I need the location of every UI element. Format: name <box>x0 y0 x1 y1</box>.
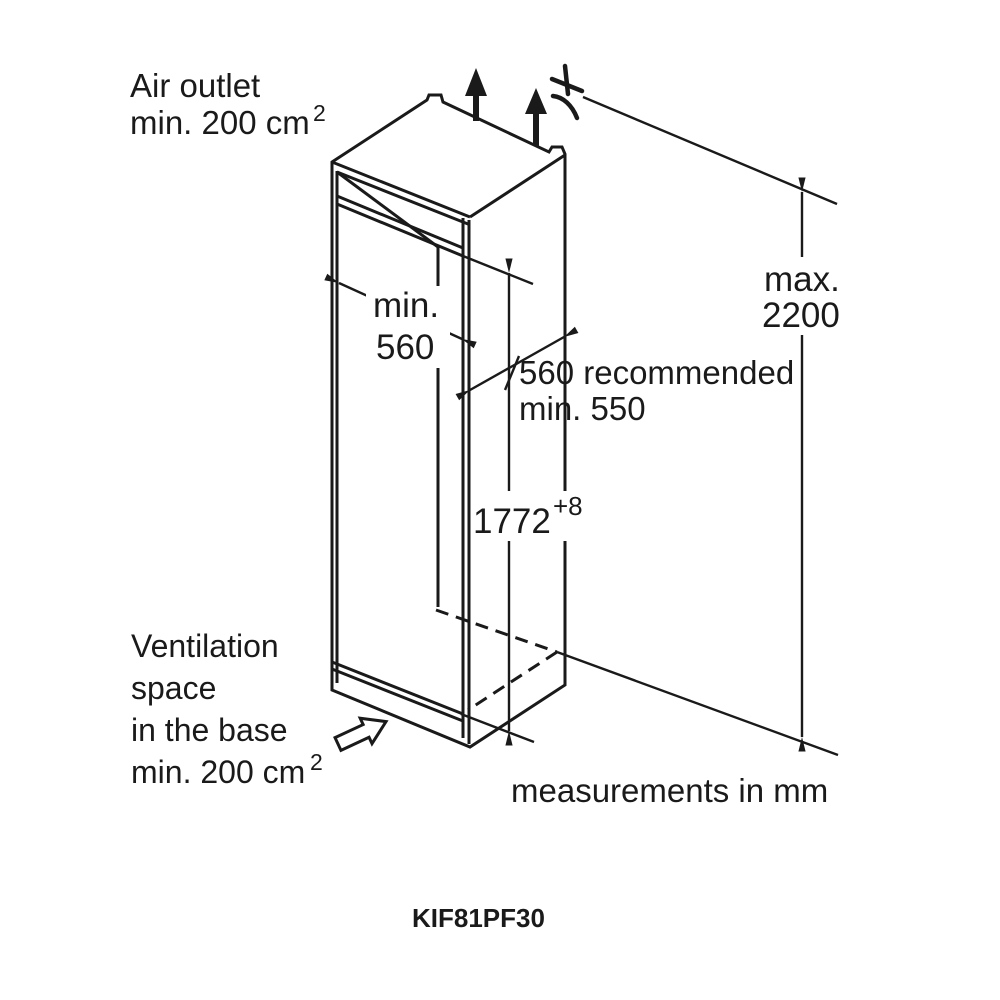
niche-top-extension-line <box>462 254 534 286</box>
dim-niche-height-tolerance: +8 <box>553 491 583 521</box>
dimension-lines <box>324 177 806 752</box>
air-flow-curve-icon <box>549 63 585 121</box>
text-masks <box>366 257 850 541</box>
floor-extension-line <box>556 650 839 757</box>
hidden-base-right-edge <box>467 650 558 712</box>
ventilation-label-line1: Ventilation <box>131 628 279 664</box>
ventilation-label-line3: in the base <box>131 712 288 748</box>
dim-max-height-line1: max. <box>764 260 840 299</box>
dim-niche-width-line1: min. <box>373 286 439 325</box>
extension-lines <box>460 95 839 757</box>
dim-depth-line2: min. 550 <box>519 390 646 427</box>
dim-niche-width-line2: 560 <box>376 328 434 367</box>
niche-bottom-extension-line <box>460 712 535 744</box>
cabinet-silhouette <box>330 93 567 749</box>
plinth-inner-edge <box>331 667 464 723</box>
air-outlet-label-line1: Air outlet <box>130 67 260 104</box>
air-flow-arrows <box>333 63 585 753</box>
labels: Air outlet min. 200 cm 2 max. 2200 min. … <box>130 67 840 933</box>
depth-leader-slash <box>503 355 521 391</box>
niche-back-top-edge <box>336 170 439 249</box>
crossbar-top-edge <box>336 194 464 250</box>
plinth-top-edge <box>331 660 464 716</box>
ventilation-label-line4: min. 200 cm <box>131 754 305 790</box>
air-flow-arrow-left-icon <box>465 68 487 121</box>
hidden-base-back-edge <box>435 608 558 654</box>
ventilation-arrow-icon <box>333 716 389 753</box>
dim-depth-line1: 560 recommended <box>519 354 794 391</box>
air-flow-arrow-right-icon <box>525 88 547 146</box>
dim-niche-height-value: 1772 <box>473 502 551 541</box>
model-number: KIF81PF30 <box>412 903 545 933</box>
units-note: measurements in mm <box>511 772 828 809</box>
ceiling-extension-line <box>582 95 838 206</box>
top-face-front-edge <box>331 160 471 219</box>
dim-max-height-line2: 2200 <box>762 296 840 335</box>
ventilation-label-superscript: 2 <box>310 749 323 775</box>
air-outlet-label-line2: min. 200 cm <box>130 104 310 141</box>
crossbar-bottom-edge <box>336 202 464 258</box>
air-outlet-label-superscript: 2 <box>313 100 326 126</box>
ventilation-label-line2: space <box>131 670 216 706</box>
top-slot-upper-edge <box>336 170 469 226</box>
hidden-edges <box>435 608 558 712</box>
top-face-right-edge <box>469 153 566 219</box>
